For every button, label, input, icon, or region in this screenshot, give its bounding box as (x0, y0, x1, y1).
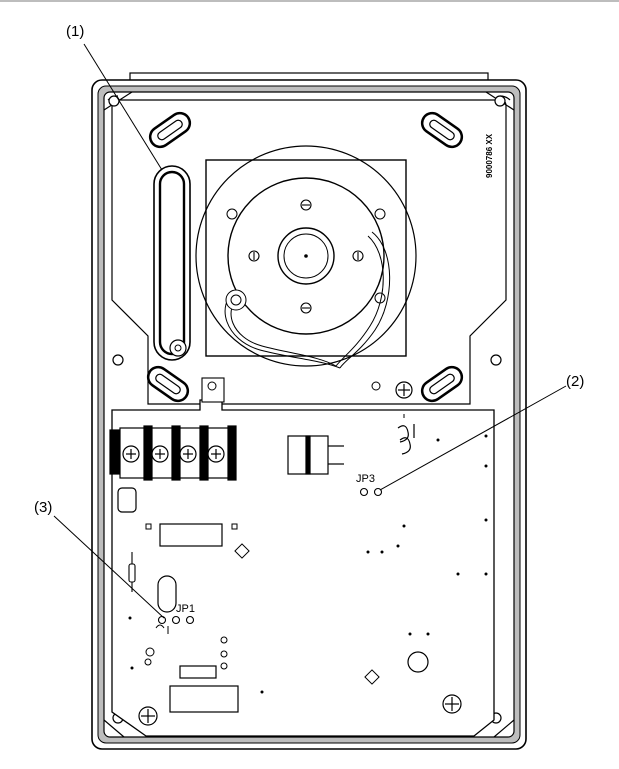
round-pad-3 (220, 650, 228, 658)
slot-bottom-right (420, 365, 464, 403)
callout-2-label: (2) (566, 373, 584, 390)
callout-3-leader (53, 515, 165, 619)
coil-component (397, 425, 411, 455)
oval-component (157, 575, 177, 613)
diamond-pad-1 (234, 543, 250, 559)
round-pad-5 (220, 662, 228, 670)
plate-hole-tr (374, 208, 386, 220)
pcb-outline (111, 399, 495, 737)
diamond-pad-2 (364, 669, 380, 685)
small-pad-1 (145, 523, 152, 530)
jp1-pin-3 (185, 615, 195, 625)
jp3-label: JP3 (356, 473, 375, 485)
pcb-screw-bottom-left (138, 706, 158, 726)
round-pad-1 (145, 647, 155, 657)
speaker-outer-ring (195, 145, 417, 367)
capacitor (287, 435, 344, 475)
large-round-component (407, 651, 429, 673)
corner-mounting-holes (108, 95, 506, 724)
pcb-hole-top (371, 381, 381, 391)
speaker-wires (224, 231, 391, 369)
pcb-screw-bottom-right (442, 694, 462, 714)
component-rounded-rect (117, 487, 137, 513)
round-pad-4 (144, 658, 152, 666)
vertical-slot-inner (158, 170, 186, 356)
callout-3-label: (3) (34, 499, 52, 516)
callout-2-leader (379, 385, 567, 491)
slot-top-right (420, 111, 464, 149)
pcb-screw-top (395, 381, 413, 399)
jp1-label: JP1 (176, 603, 195, 615)
pcb-dots (128, 434, 488, 694)
connector-small (179, 665, 217, 679)
callout-1-leader (83, 43, 163, 171)
ic-chip (159, 523, 223, 547)
small-pad-2 (231, 523, 238, 530)
terminal-block (109, 425, 237, 481)
jp3-pin-2 (373, 487, 383, 497)
jp1-pin-2 (171, 615, 181, 625)
slot-top-left (148, 111, 192, 149)
part-number: 9000786 XX (485, 133, 494, 178)
speaker-screws (248, 199, 364, 314)
jp3-pin-1 (359, 487, 369, 497)
round-pad-2 (220, 636, 228, 644)
callout-1-label: (1) (66, 23, 84, 40)
arc-component (155, 624, 165, 629)
plate-hole-tl (226, 208, 238, 220)
connector-large (169, 685, 239, 713)
plate-hole-br (374, 292, 386, 304)
jp1-pin-1 (157, 615, 167, 625)
resistor (128, 552, 136, 592)
